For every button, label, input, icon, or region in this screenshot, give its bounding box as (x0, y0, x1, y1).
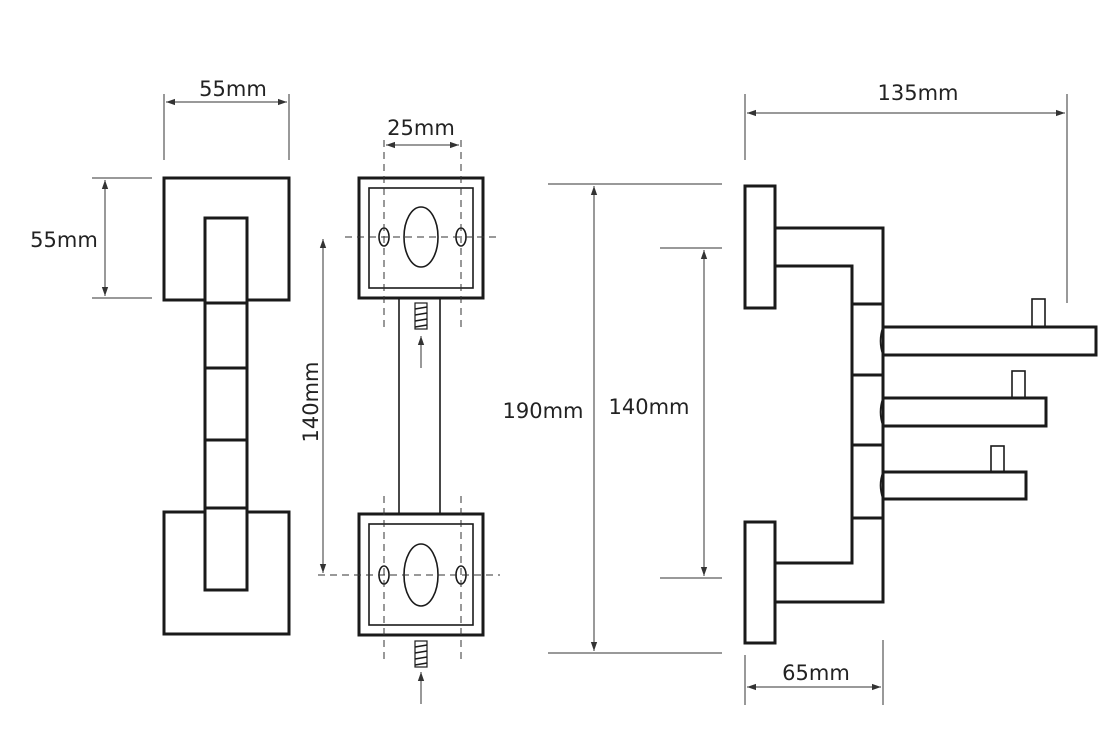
front-view: 55mm 55mm (30, 77, 291, 636)
mount-top-center-hole (403, 206, 439, 268)
dim-mount-spacing: 140mm (299, 362, 323, 443)
dim-side-base-depth: 65mm (782, 661, 850, 685)
mount-top-plate (357, 176, 485, 300)
dim-side-total-depth: 135mm (878, 81, 959, 105)
side-arm-1 (879, 298, 1098, 357)
front-column (203, 216, 249, 592)
bottom-screw (414, 640, 428, 704)
mounting-view: 25mm 140mm (299, 116, 500, 704)
dim-front-width: 55mm (199, 77, 267, 101)
dim-side-inner-spacing: 140mm (609, 395, 690, 419)
side-bracket (775, 226, 885, 604)
side-bottom-wall-plate (743, 520, 777, 645)
dim-hole-spacing: 25mm (387, 116, 455, 140)
side-arm-2 (879, 370, 1048, 428)
side-view: 190mm 140mm 135mm 65mm (503, 81, 1098, 705)
side-arm-3 (879, 445, 1028, 501)
dim-front-height: 55mm (30, 228, 98, 252)
top-screw (414, 302, 428, 368)
front-top-plate (162, 176, 291, 302)
front-bottom-plate (162, 510, 291, 636)
dim-side-total-height: 190mm (503, 399, 584, 423)
side-top-wall-plate (743, 184, 777, 310)
